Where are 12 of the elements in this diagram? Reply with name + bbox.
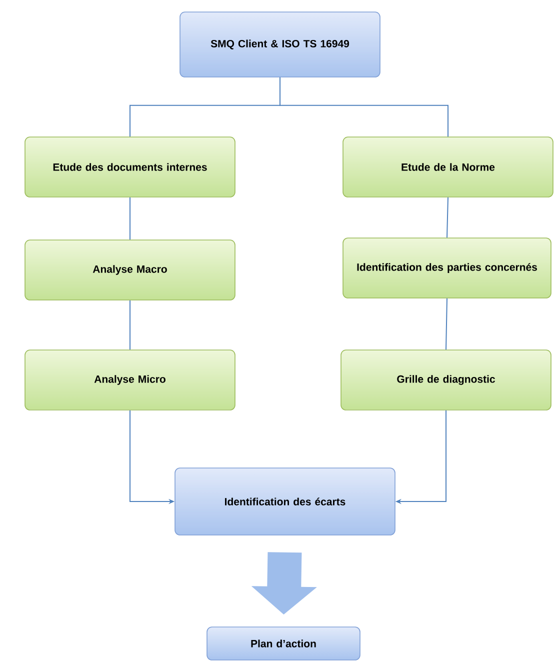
process-box: Identification des parties concernés [342, 238, 552, 298]
process-box: Analyse Macro [24, 240, 236, 300]
process-box: Etude des documents internes [24, 136, 236, 198]
connector [446, 298, 448, 350]
process-box: Identification des écarts [174, 468, 396, 536]
process-box: Analyse Micro [24, 350, 236, 410]
process-box: SMQ Client & ISO TS 16949 [180, 12, 380, 78]
process-box: Etude de la Norme [342, 136, 554, 198]
connector [280, 76, 448, 138]
process-box: Plan d’action [206, 626, 360, 660]
process-box: Grille de diagnostic [340, 350, 552, 410]
connector [446, 196, 448, 238]
